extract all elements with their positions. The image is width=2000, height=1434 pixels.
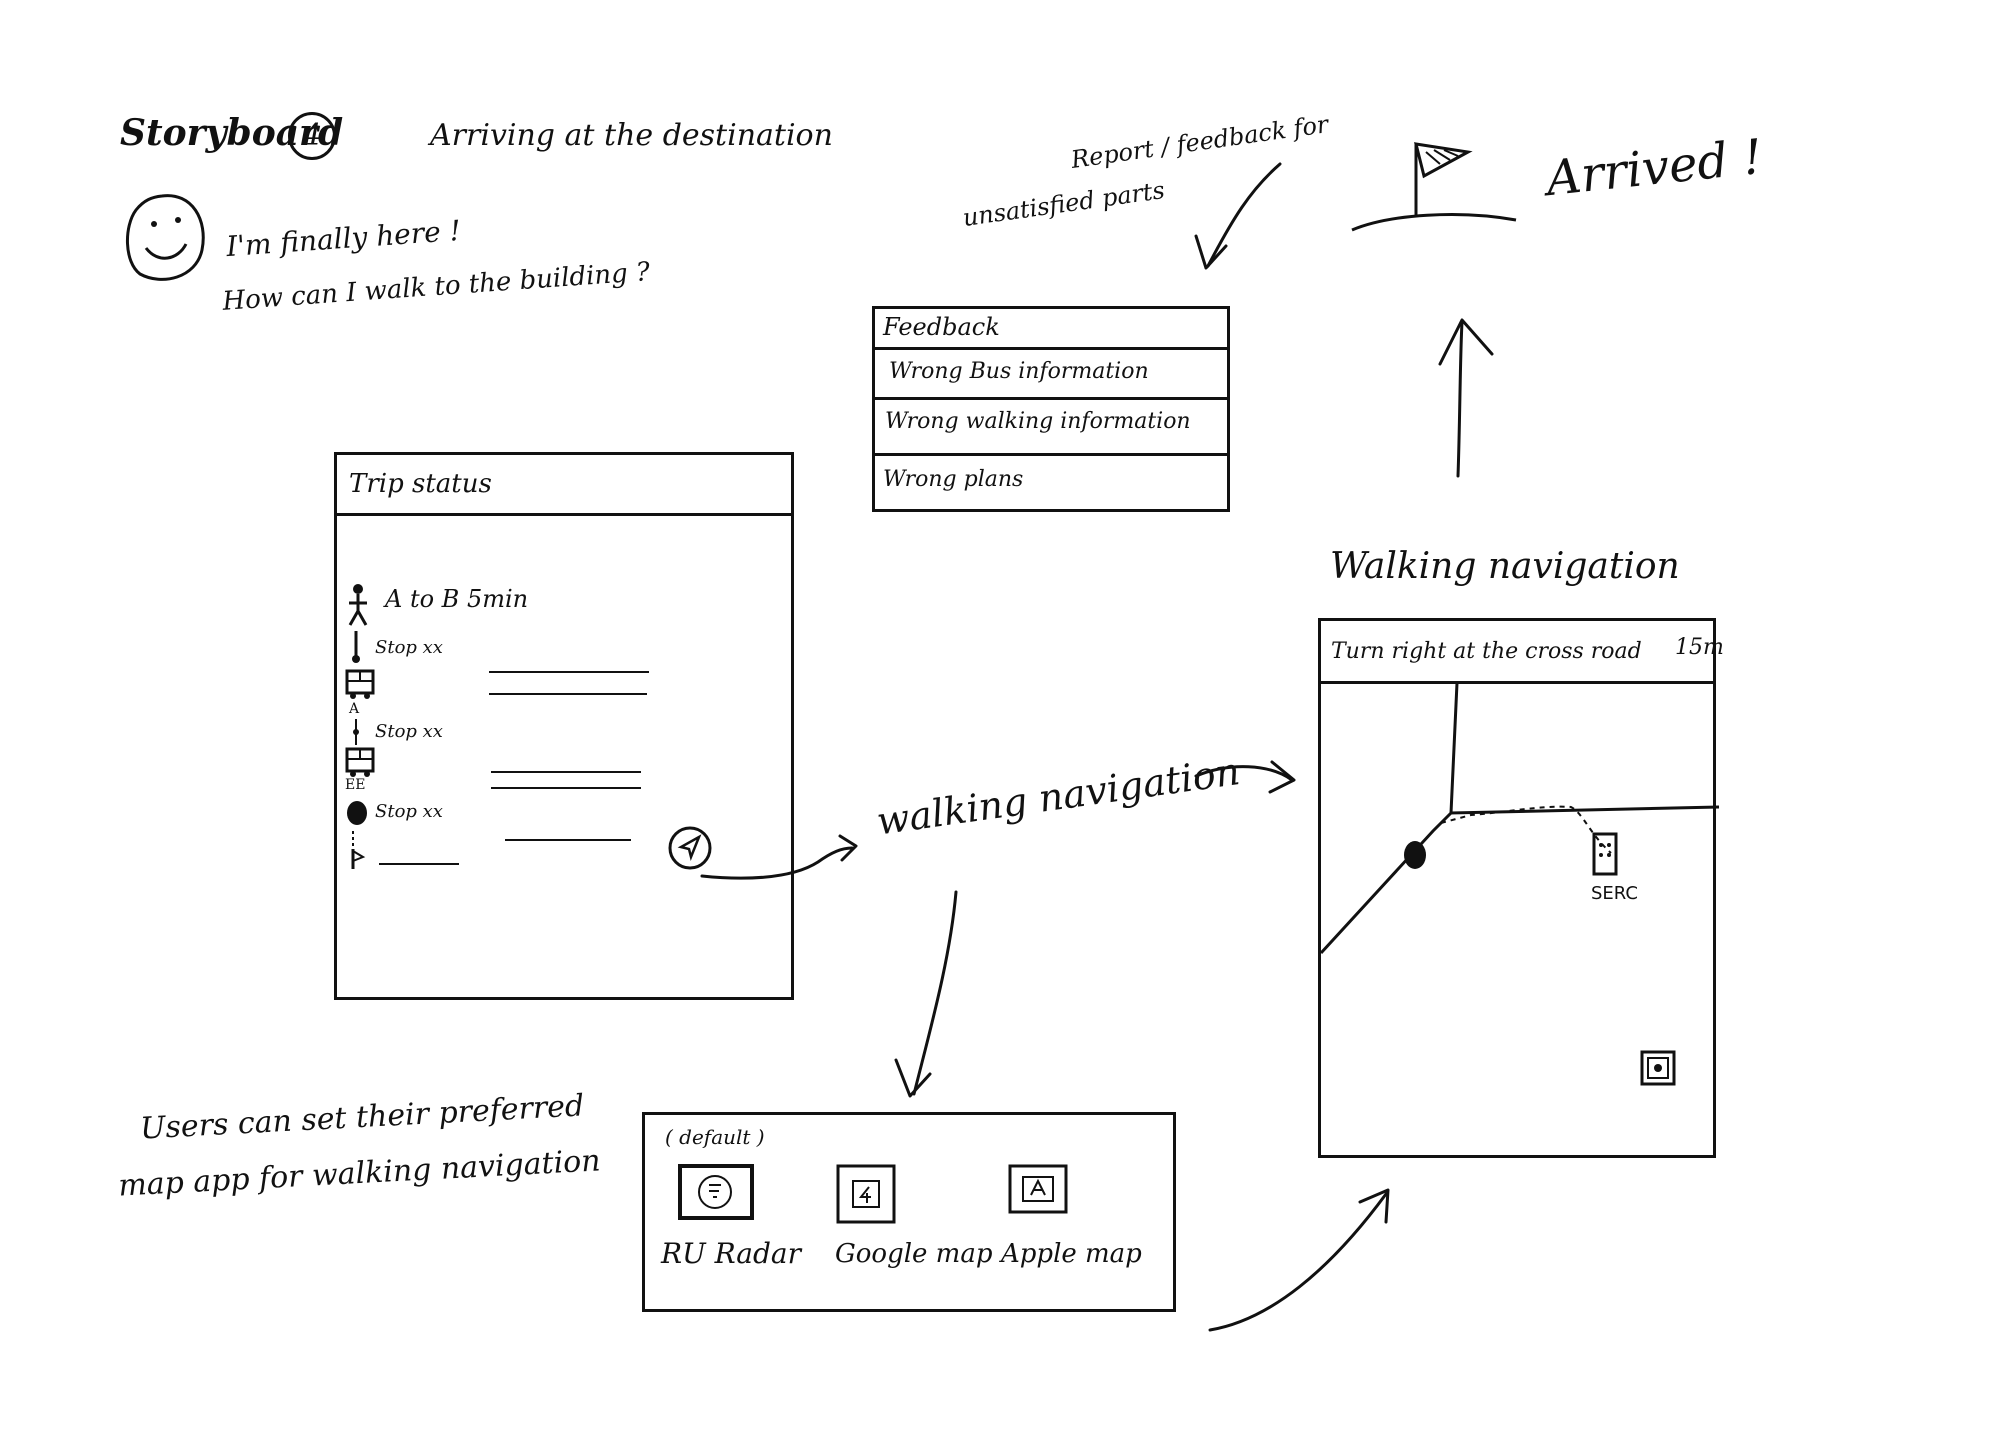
detail-line <box>505 839 631 841</box>
map-apps-panel: ( default ) RU Radar Google map Apple ma… <box>642 1112 1176 1312</box>
arrow-to-feedback-head <box>1194 234 1228 270</box>
feedback-panel: Feedback Wrong Bus information Wrong wal… <box>872 306 1230 512</box>
bus-icon <box>345 669 375 699</box>
transition-label: walking navigation <box>874 749 1243 844</box>
feedback-title: Feedback <box>883 313 1000 341</box>
map-apps-note-line2: map app for walking navigation <box>117 1143 602 1204</box>
app-option-apple-map[interactable]: Apple map <box>1001 1163 1147 1293</box>
google-map-icon <box>836 1164 896 1224</box>
arrow-to-nav-panel-head <box>1268 760 1296 794</box>
app-label-apple-map: Apple map <box>1001 1239 1142 1269</box>
nav-distance: 15m <box>1675 635 1724 660</box>
destination-label: SERC <box>1591 883 1638 904</box>
stop-label-3: Stop xx <box>375 801 443 822</box>
map-apps-note-line1: Users can set their preferred <box>139 1088 586 1147</box>
feedback-option-wrong-bus[interactable]: Wrong Bus information <box>889 359 1149 384</box>
walking-nav-panel: Turn right at the cross road 15m SERC <box>1318 618 1724 1158</box>
arrived-label: Arrived ! <box>1543 128 1766 208</box>
arrow-to-map-apps <box>912 890 958 1096</box>
bus-route-sub-EE: EE <box>345 777 366 793</box>
arrow-to-feedback <box>1206 162 1282 268</box>
apple-map-icon <box>1008 1164 1068 1214</box>
walk-stop-icon <box>352 631 360 663</box>
bus-route-sub-A: A <box>349 701 360 717</box>
recenter-icon[interactable] <box>1639 1049 1677 1087</box>
default-label: ( default ) <box>665 1125 765 1149</box>
arrow-to-map-apps-head <box>894 1058 932 1098</box>
detail-line <box>489 671 649 673</box>
bus-icon <box>345 747 375 777</box>
walking-nav-heading: Walking navigation <box>1330 546 1680 587</box>
building-icon <box>1592 832 1618 876</box>
arrow-apps-to-nav-head <box>1358 1188 1390 1224</box>
walking-person-icon <box>348 584 368 626</box>
arrow-to-arrived <box>1456 320 1464 478</box>
walk-segment-label: A to B 5min <box>385 585 529 613</box>
nav-instruction: Turn right at the cross road <box>1331 639 1642 664</box>
flag-icon <box>1351 142 1517 232</box>
persona-thought-line1: I'm finally here ! <box>225 213 462 264</box>
stop-label-2: Stop xx <box>375 721 443 742</box>
feedback-option-wrong-plans[interactable]: Wrong plans <box>883 467 1024 492</box>
map-roads <box>1319 682 1720 955</box>
detail-line <box>491 771 641 773</box>
stop-dot-icon <box>353 719 359 745</box>
app-option-ru-radar[interactable]: RU Radar <box>661 1163 801 1293</box>
feedback-note-line2: unsatisfied parts <box>961 175 1167 233</box>
storyboard-number-badge: 4 <box>288 112 336 160</box>
app-label-ru-radar: RU Radar <box>661 1237 801 1270</box>
feedback-option-wrong-walking[interactable]: Wrong walking information <box>885 409 1191 434</box>
app-option-google-map[interactable]: Google map <box>835 1163 993 1293</box>
persona-thought-line2: How can I walk to the building ? <box>221 257 651 317</box>
destination-flag-icon <box>351 831 366 869</box>
arrow-to-arrived-head <box>1438 318 1494 366</box>
detail-line <box>491 787 641 789</box>
detail-line <box>379 863 459 865</box>
stop-label-1: Stop xx <box>375 637 443 658</box>
feedback-note-line1: Report / feedback for <box>1069 110 1330 174</box>
navigate-arrow-icon[interactable] <box>667 825 713 871</box>
ru-radar-icon <box>678 1164 754 1220</box>
arrow-trip-to-walking-head <box>838 834 858 862</box>
scene-title: Arriving at the destination <box>430 118 833 153</box>
trip-status-panel: Trip status A to B 5min Stop xx A Stop x… <box>334 452 794 1000</box>
app-label-google-map: Google map <box>835 1239 993 1269</box>
trip-status-title: Trip status <box>349 469 492 499</box>
arrow-apps-to-nav <box>1208 1192 1388 1332</box>
detail-line <box>489 693 647 695</box>
smiley-face-icon <box>125 194 205 281</box>
current-stop-icon <box>347 801 367 825</box>
